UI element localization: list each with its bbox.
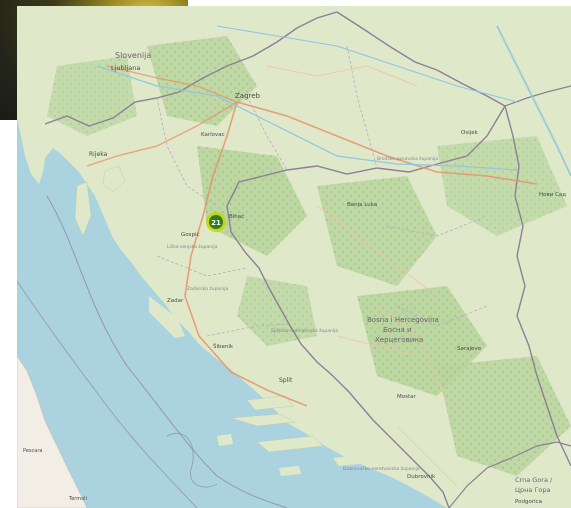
island-krk	[102, 165, 126, 193]
highway-ljubljana	[106, 65, 238, 103]
label-podgorica: Podgorica	[515, 499, 542, 505]
maritime-border	[166, 432, 218, 488]
island-lastovo	[279, 466, 301, 476]
label-montenegro-latin: Crna Gora /	[515, 476, 553, 484]
label-zagreb: Zagreb	[235, 92, 261, 100]
road	[266, 65, 418, 87]
cluster-marker-count: 21	[211, 219, 221, 227]
label-banja-luka: Banja Luka	[347, 202, 377, 208]
label-zadar: Zadar	[167, 298, 184, 304]
label-bosnia-cyrillic-2: Херцеговина	[375, 336, 423, 344]
forest-region	[147, 36, 257, 126]
label-region-posavina: Brodsko-posavska županija	[377, 155, 438, 162]
island-vis	[217, 434, 233, 446]
label-split: Split	[279, 377, 293, 384]
label-montenegro-cyrillic: Црна Гора	[515, 486, 551, 494]
island-cres	[74, 181, 92, 237]
road	[336, 335, 418, 357]
maritime-border	[17, 280, 198, 508]
island-pag	[129, 238, 157, 272]
label-pescara: Pescara	[23, 448, 42, 454]
highway-a1	[184, 101, 308, 407]
label-region-split: Splitsko-dalmatinska županija	[271, 327, 338, 334]
label-region-lika: Ličko-senjska županija	[167, 243, 218, 250]
label-karlovac: Karlovac	[201, 132, 225, 138]
map-canvas[interactable]: Slovenija Ljubljana Zagreb Karlovac Rije…	[17, 6, 571, 508]
road	[316, 205, 438, 297]
label-slovenija: Slovenija	[115, 51, 151, 60]
map-viewport[interactable]: Slovenija Ljubljana Zagreb Karlovac Rije…	[17, 6, 571, 508]
label-rijeka: Rijeka	[89, 151, 108, 158]
river-drava	[216, 25, 518, 103]
cluster-marker[interactable]: 21	[206, 212, 226, 232]
label-mostar: Mostar	[397, 394, 417, 400]
label-gospic: Gospić	[181, 231, 200, 238]
river-danube	[496, 25, 571, 177]
forest-region	[47, 56, 137, 136]
county-border	[386, 215, 488, 237]
forest-region	[237, 276, 317, 346]
label-ljubljana: Ljubljana	[111, 64, 140, 72]
label-bosnia-cyrillic-1: Босна и	[383, 326, 412, 334]
label-bosnia-latin: Bosna i Hercegovina	[367, 316, 439, 324]
island-mljet	[333, 454, 377, 466]
border-bosnia-montenegro	[448, 441, 571, 508]
island-hvar	[230, 413, 296, 427]
label-bihac: Bihać	[229, 213, 244, 220]
river-sava	[96, 65, 518, 171]
highway-a3	[236, 101, 538, 185]
border-croatia-hungary	[336, 11, 506, 107]
island-brac	[246, 395, 294, 411]
cluster-marker-core	[209, 215, 223, 229]
county-border	[156, 255, 248, 277]
island-dugi-otok	[149, 296, 185, 338]
county-border	[246, 95, 288, 171]
forest-region	[317, 176, 437, 286]
label-osijek: Osijek	[461, 130, 479, 136]
county-border	[346, 45, 378, 169]
border-croatia-bosnia	[226, 105, 506, 508]
county-border	[156, 97, 218, 207]
maritime-border	[46, 195, 288, 508]
highway-a6	[86, 101, 238, 167]
label-region-zadar: Zadarska županija	[187, 285, 229, 292]
county-border	[206, 323, 288, 337]
label-dubrovnik: Dubrovnik	[407, 474, 436, 480]
label-region-dubrovnik: Dubrovačko-neretvanska županija	[343, 465, 420, 472]
label-sibenik: Šibenik	[213, 343, 234, 350]
road	[376, 305, 448, 407]
forest-region	[437, 136, 567, 236]
label-sarajevo: Sarajevo	[457, 346, 482, 352]
island-rab	[117, 202, 129, 222]
county-border	[396, 305, 488, 327]
island-korcula	[256, 435, 324, 453]
label-novi-sad: Нови Сад	[539, 192, 566, 198]
forest-region	[197, 146, 307, 256]
label-termoli: Termoli	[68, 496, 87, 502]
border-bosnia-serbia	[504, 105, 571, 467]
italy-land	[17, 355, 88, 508]
road	[396, 425, 458, 487]
